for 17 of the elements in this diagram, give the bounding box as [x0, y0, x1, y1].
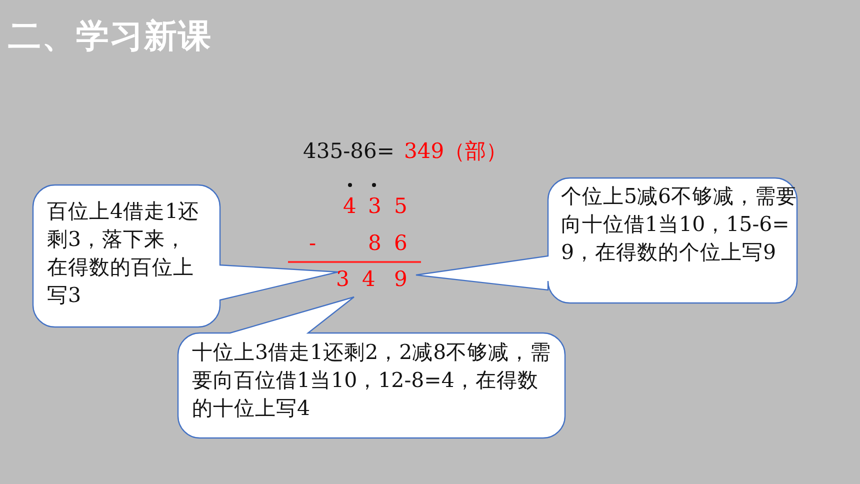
digit: 4 [362, 269, 376, 290]
digit: 5 [394, 196, 408, 217]
speech-bubble [415, 178, 798, 304]
digit: - [309, 233, 316, 254]
digit: 4 [343, 196, 356, 217]
section-title: 二、学习新课 [8, 15, 212, 57]
speech-bubble [178, 296, 566, 439]
callout-text: 百位上4借走1还剩3，落下来，在得数的百位上写3 [47, 198, 200, 309]
equation-text: 435-86= [303, 141, 394, 162]
digit: 6 [394, 233, 408, 254]
digit: 9 [394, 269, 408, 290]
digit: 3 [368, 196, 382, 217]
callout-text: 十位上3借走1还剩2，2减8不够减，需要向百位借1当10，12-8=4，在得数的十位上写4 [192, 339, 552, 422]
equation-text: 349（部） [404, 141, 508, 162]
callout-text: 个位上5减6不够减，需要向十位借1当10，15-6=9，在得数的个位上写9 [561, 183, 798, 266]
digit: 8 [368, 233, 382, 254]
digit: 3 [336, 269, 350, 290]
